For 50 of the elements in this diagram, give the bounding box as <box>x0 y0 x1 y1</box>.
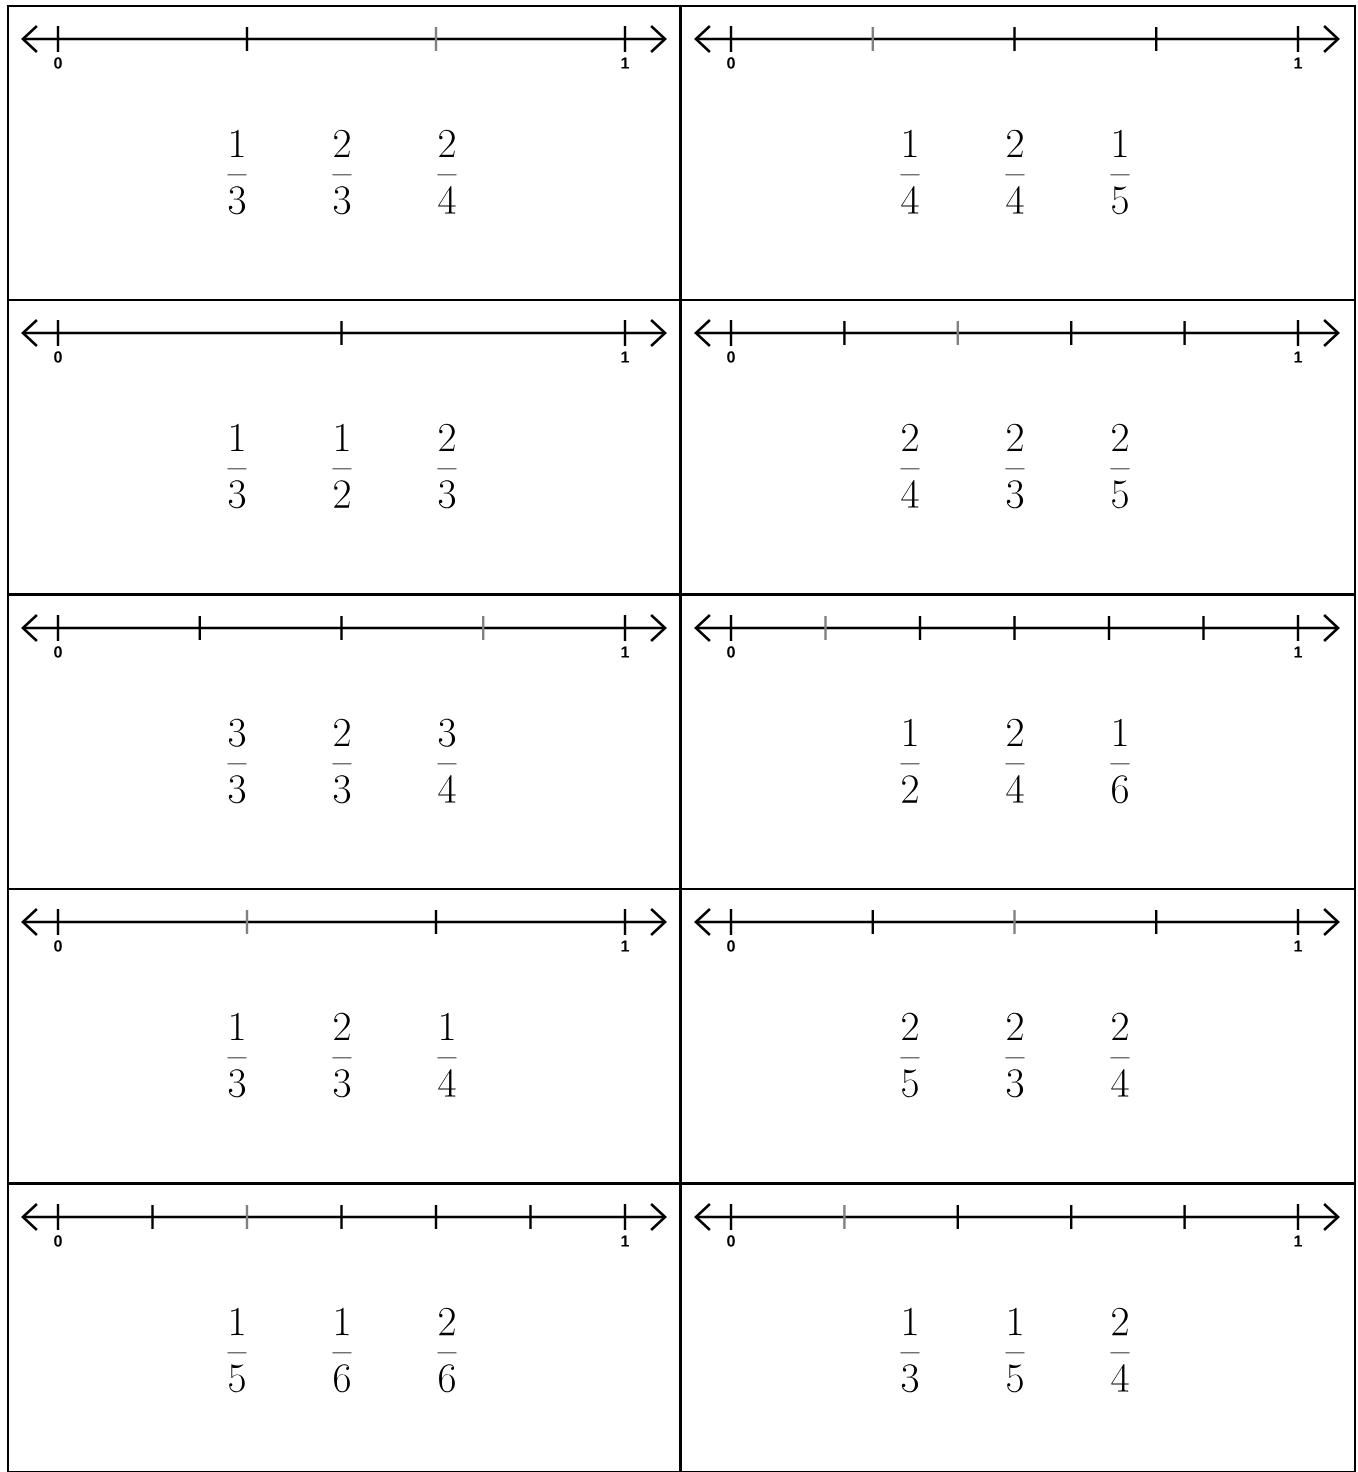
fraction: $\frac{2}{4}$ <box>1110 1307 1130 1392</box>
fraction: $\frac{2}{5}$ <box>1110 423 1130 509</box>
tick-label: 1 <box>1294 57 1302 69</box>
fraction: $\frac{1}{2}$ <box>900 718 920 803</box>
tick-label: 0 <box>54 351 62 363</box>
tick-label: 1 <box>1294 646 1302 658</box>
fraction: $\frac{2}{4}$ <box>900 423 920 508</box>
fraction: $\frac{2}{4}$ <box>1005 129 1025 214</box>
fraction: $\frac{2}{6}$ <box>437 1307 457 1393</box>
fraction: $\frac{2}{4}$ <box>1005 718 1025 803</box>
fraction: $\frac{1}{3}$ <box>900 1307 920 1393</box>
tick-label: 0 <box>54 940 62 952</box>
tick-label: 0 <box>727 646 735 658</box>
tick-label: 1 <box>621 351 629 363</box>
fraction: $\frac{1}{5}$ <box>1110 129 1130 215</box>
tick-label: 1 <box>621 57 629 69</box>
fraction: $\frac{1}{3}$ <box>227 129 247 215</box>
tick-label: 0 <box>727 57 735 69</box>
fraction: $\frac{3}{3}$ <box>227 718 247 804</box>
tick-label: 1 <box>621 646 629 658</box>
fraction: $\frac{2}{4}$ <box>437 129 457 214</box>
fraction: $\frac{1}{2}$ <box>332 423 352 508</box>
tick-label: 0 <box>54 1235 62 1247</box>
tick-label: 0 <box>727 351 735 363</box>
fraction: $\frac{1}{4}$ <box>437 1012 457 1097</box>
tick-label: 0 <box>727 940 735 952</box>
fraction: $\frac{2}{3}$ <box>1005 1012 1025 1098</box>
tick-label: 1 <box>1294 351 1302 363</box>
tick-label: 0 <box>54 57 62 69</box>
fraction: $\frac{1}{5}$ <box>1005 1307 1025 1393</box>
fraction: $\frac{2}{5}$ <box>900 1012 920 1098</box>
fraction: $\frac{2}{4}$ <box>1110 1012 1130 1097</box>
tick-label: 1 <box>621 940 629 952</box>
fraction: $\frac{2}{3}$ <box>332 718 352 804</box>
fraction: $\frac{2}{3}$ <box>332 1012 352 1098</box>
fraction: $\frac{3}{4}$ <box>437 718 457 803</box>
fraction: $\frac{2}{3}$ <box>437 423 457 509</box>
fraction: $\frac{1}{5}$ <box>227 1307 247 1393</box>
tick-label: 1 <box>1294 1235 1302 1247</box>
fraction: $\frac{2}{3}$ <box>332 129 352 215</box>
fraction: $\frac{2}{3}$ <box>1005 423 1025 509</box>
fraction: $\frac{1}{4}$ <box>900 129 920 214</box>
tick-label: 1 <box>621 1235 629 1247</box>
fraction: $\frac{1}{3}$ <box>227 1012 247 1098</box>
fraction: $\frac{1}{6}$ <box>1110 718 1130 804</box>
tick-label: 1 <box>1294 940 1302 952</box>
fraction: $\frac{1}{6}$ <box>332 1307 352 1393</box>
tick-label: 0 <box>54 646 62 658</box>
fraction: $\frac{1}{3}$ <box>227 423 247 509</box>
tick-label: 0 <box>727 1235 735 1247</box>
